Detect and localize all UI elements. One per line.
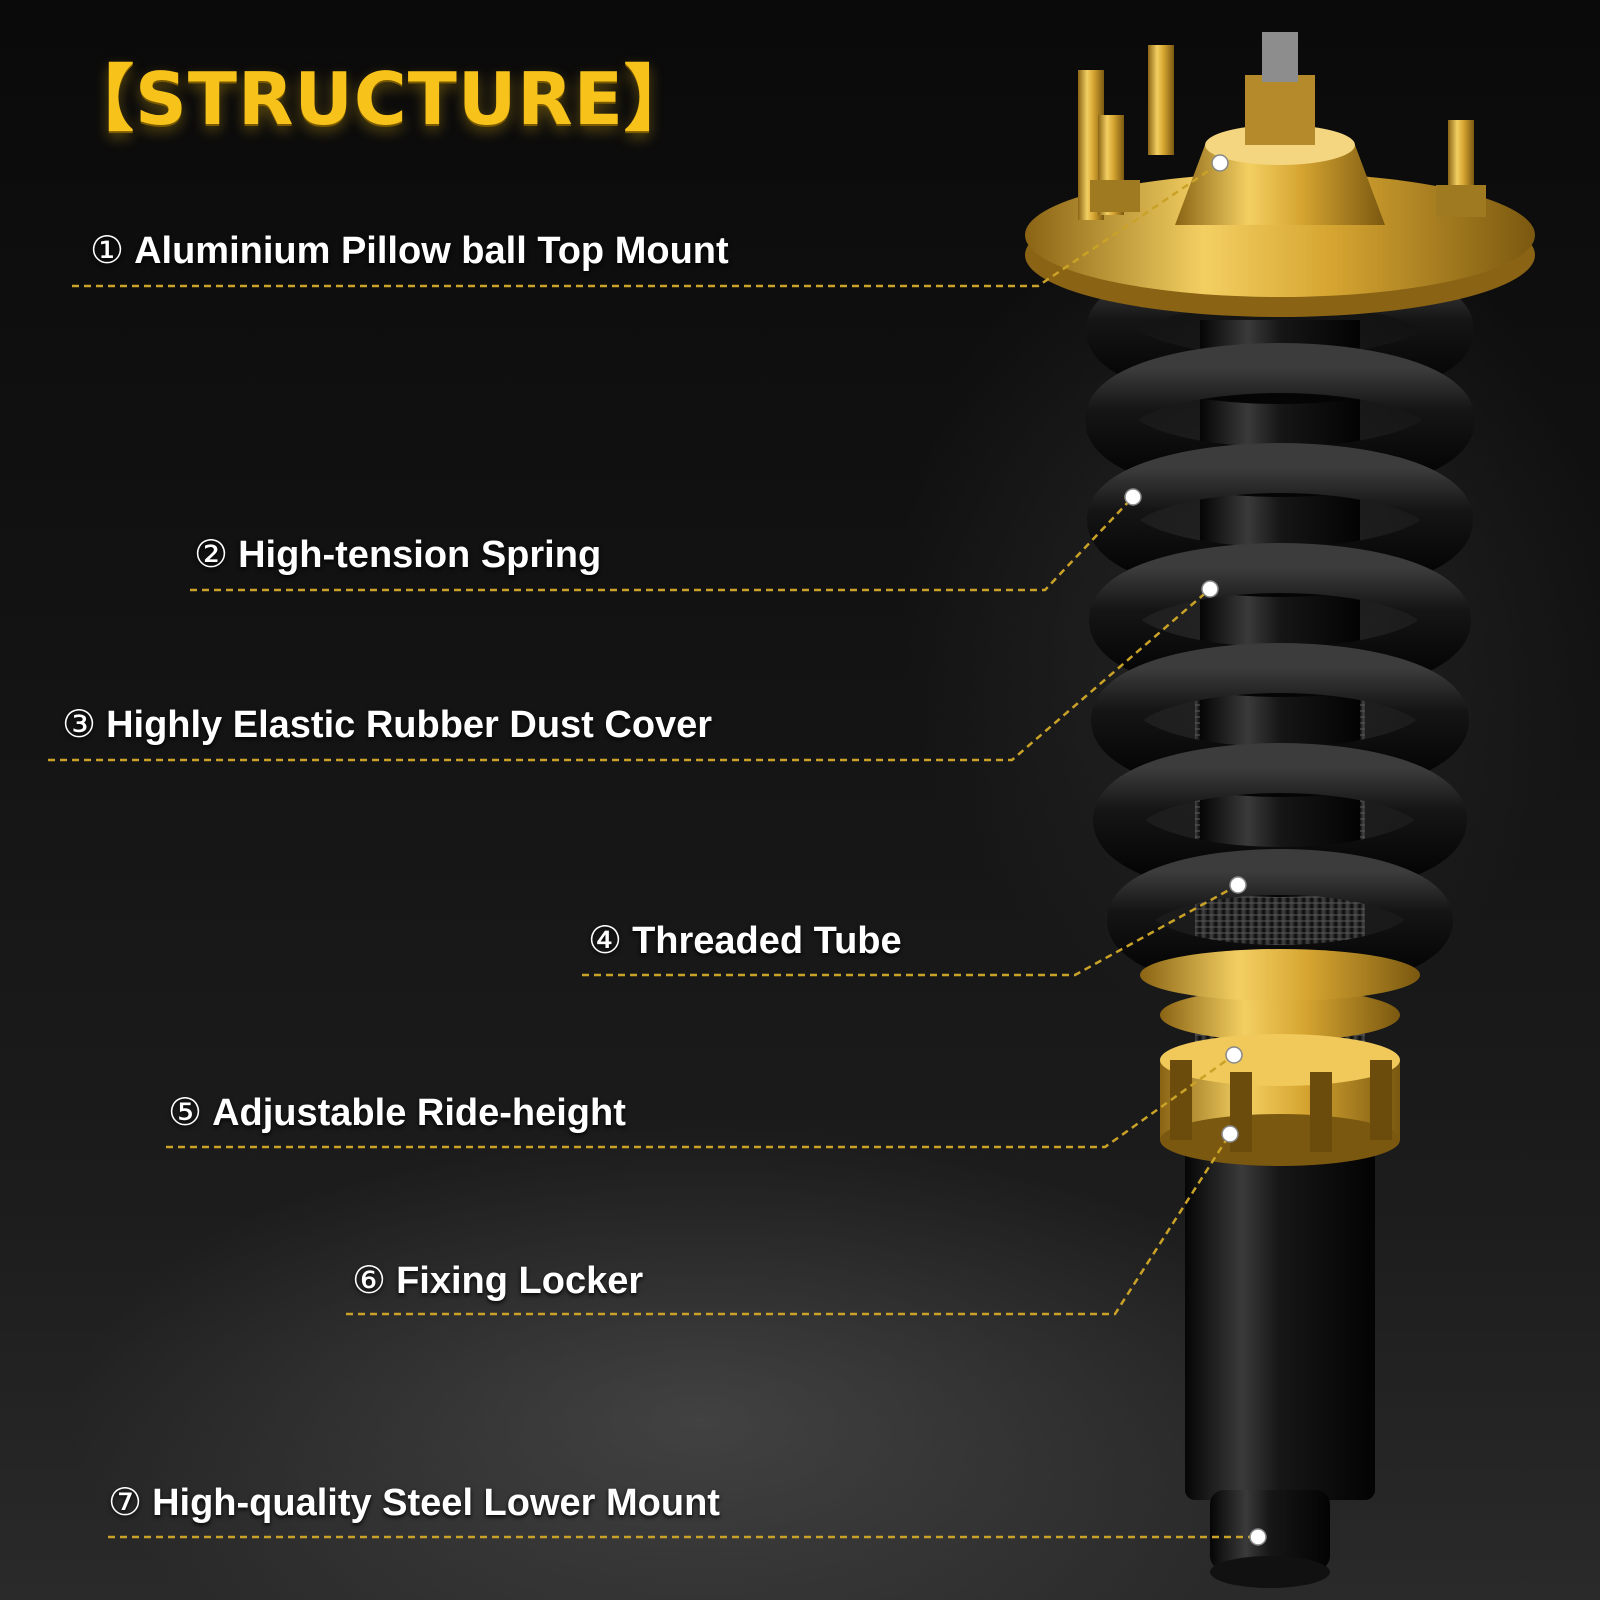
callout-label: Adjustable Ride-height [212,1092,626,1134]
callout-label: Highly Elastic Rubber Dust Cover [106,704,713,746]
fixing-locker [1160,989,1400,1166]
callout-number: ④ [588,918,623,962]
callout-number: ③ [62,702,97,746]
callout-label: Threaded Tube [632,920,902,962]
callout-number: ⑦ [108,1480,143,1524]
lower-mount [1185,1120,1375,1588]
leader-lines [48,161,1258,1539]
callout-label: High-tension Spring [238,534,602,576]
top-mount [1025,32,1535,317]
spring-seat [1140,949,1420,1001]
callout-number: ⑤ [168,1090,203,1134]
callout-number: ① [90,228,125,272]
callout-label: High-quality Steel Lower Mount [152,1482,720,1524]
callout-number: ② [194,532,229,576]
callout-label: Fixing Locker [396,1260,644,1302]
page-title: 【STRUCTURE】 [62,57,697,141]
anchor-dots [1124,154,1267,1546]
callout-number: ⑥ [352,1258,387,1302]
callout-label: Aluminium Pillow ball Top Mount [134,230,729,272]
